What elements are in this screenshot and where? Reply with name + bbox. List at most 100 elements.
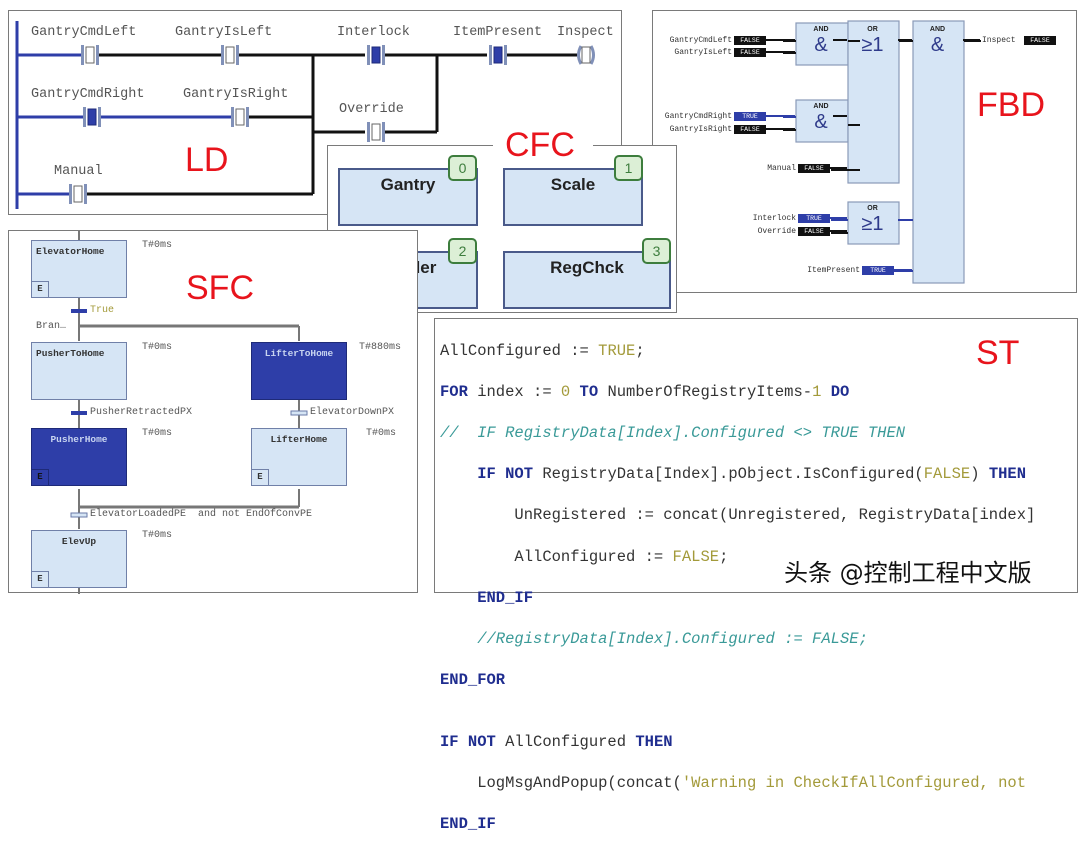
code-line: // IF RegistryData[Index].Configured <> …	[440, 423, 906, 442]
ld-label-override: Override	[339, 102, 404, 117]
code-line: END_IF	[440, 815, 496, 834]
contact-gantry-is-right	[231, 107, 249, 127]
sfc-title: SFC	[186, 269, 254, 307]
st-panel	[434, 318, 1078, 593]
sfc-step-time: T#0ms	[142, 240, 173, 251]
code-keyword: FOR	[440, 382, 468, 401]
sfc-step-elevator-home[interactable]: ElevatorHome E	[31, 240, 127, 298]
code-line: AllConfigured := FALSE;	[440, 547, 729, 566]
cfc-block-name: Scale	[550, 175, 596, 194]
cfc-order-badge: 0	[448, 155, 477, 181]
sfc-step-elev-up[interactable]: ElevUp E	[31, 530, 127, 588]
code-line: IF NOT AllConfigured THEN	[440, 732, 673, 751]
sfc-diagram	[70, 231, 308, 594]
ld-label-manual: Manual	[54, 164, 103, 179]
ld-label-item-present: ItemPresent	[453, 25, 543, 40]
code-keyword: THEN	[988, 465, 1027, 484]
sfc-step-time: T#0ms	[142, 342, 173, 353]
code-literal: FALSE	[672, 547, 720, 566]
code-keyword: DO	[830, 382, 850, 401]
sfc-transition-active	[71, 309, 87, 313]
sfc-entry-action: E	[252, 469, 269, 485]
code-line: FOR index := 0 TO NumberOfRegistryItems-…	[440, 382, 850, 401]
sfc-step-lifter-home[interactable]: LifterHome E	[251, 428, 347, 486]
contact-item-present	[489, 45, 507, 65]
ld-panel: GantryCmdLeft GantryIsLeft Interlock Ite…	[8, 10, 622, 215]
sfc-transition-label: PusherRetractedPX	[90, 407, 193, 418]
fbd-diagram	[783, 20, 981, 284]
sfc-step-name: ElevUp	[61, 536, 97, 547]
code-line: LogMsgAndPopup(concat('Warning in CheckI…	[440, 774, 1026, 793]
sfc-step-lifter-to-home[interactable]: LifterToHome	[251, 342, 347, 400]
ld-label-gantry-cmd-left: GantryCmdLeft	[31, 25, 137, 40]
sfc-step-time: T#0ms	[142, 428, 173, 439]
code-keyword: TO	[579, 382, 599, 401]
ld-label-interlock: Interlock	[337, 25, 410, 40]
code-line: UnRegistered := concat(Unregistered, Reg…	[440, 506, 1036, 525]
cfc-title: CFC	[505, 126, 575, 164]
ld-diagram	[15, 21, 595, 209]
fbd-and-block-3	[912, 20, 965, 284]
sfc-transition-active	[71, 411, 87, 415]
sfc-transition	[290, 410, 308, 416]
fbd-wires	[766, 39, 980, 271]
code-keyword: IF NOT	[477, 465, 534, 484]
sfc-transition-label: ElevatorDownPX	[310, 407, 395, 418]
sfc-entry-action: E	[32, 469, 49, 485]
sfc-step-pusher-home[interactable]: PusherHome E	[31, 428, 127, 486]
contact-gantry-cmd-right	[83, 107, 101, 127]
sfc-panel: ElevatorHome E T#0ms PusherToHome T#0ms …	[8, 230, 418, 594]
code-line: IF NOT RegistryData[Index].pObject.IsCon…	[477, 465, 1027, 484]
contact-gantry-is-left	[221, 45, 239, 65]
ld-label-inspect: Inspect	[557, 25, 614, 40]
code-literal: 0	[560, 382, 571, 401]
code-text: ;	[635, 341, 645, 360]
cfc-order-badge: 1	[614, 155, 643, 181]
sfc-step-time: T#0ms	[142, 530, 173, 541]
code-line: END_IF	[440, 588, 534, 607]
code-text: AllConfigured :=	[440, 341, 599, 360]
cfc-block-name: Gantry	[380, 175, 436, 194]
cfc-order-badge: 3	[642, 238, 671, 264]
fbd-or-block-2	[847, 201, 900, 245]
code-literal: TRUE	[598, 341, 636, 360]
fbd-and-block-2	[795, 99, 849, 143]
sfc-step-name: ElevatorHome	[36, 246, 105, 257]
code-string: 'Warning in CheckIfAllConfigured, not	[681, 774, 1026, 793]
sfc-step-name: LifterHome	[270, 434, 328, 445]
code-keyword: THEN	[635, 732, 673, 751]
code-line: END_FOR	[440, 671, 506, 690]
sfc-entry-action: E	[32, 571, 49, 587]
sfc-step-name: PusherToHome	[36, 348, 105, 359]
sfc-transition-label: ElevatorLoadedPE and not EndOfConvPE	[90, 509, 313, 520]
code-line: //RegistryData[Index].Configured := FALS…	[440, 629, 868, 648]
sfc-step-pusher-to-home[interactable]: PusherToHome	[31, 342, 127, 400]
contact-interlock	[367, 45, 385, 65]
contact-override	[367, 122, 385, 142]
sfc-step-time: T#0ms	[366, 428, 397, 439]
coil-inspect	[577, 45, 595, 65]
contact-gantry-cmd-left	[81, 45, 99, 65]
fbd-or-block-1	[847, 20, 900, 184]
sfc-entry-action: E	[32, 281, 49, 297]
watermark: 头条 @控制工程中文版	[782, 553, 1034, 588]
cfc-order-badge: 2	[448, 238, 477, 264]
sfc-branch-label: Bran…	[36, 321, 67, 332]
code-line: AllConfigured := TRUE;	[440, 341, 1035, 362]
sfc-transition-label: True	[90, 305, 115, 316]
cfc-block-name: RegChck	[550, 258, 624, 277]
sfc-step-name: LifterToHome	[264, 348, 334, 359]
ld-label-gantry-is-left: GantryIsLeft	[175, 25, 273, 40]
contact-manual	[69, 184, 87, 204]
ld-label-gantry-is-right: GantryIsRight	[183, 87, 289, 102]
fbd-and-block-1	[795, 22, 849, 66]
code-literal: 1	[812, 382, 822, 401]
fbd-blocks	[766, 39, 980, 271]
sfc-transition	[70, 512, 88, 518]
fbd-panel: .fb-type { position:absolute; font-famil…	[652, 10, 1077, 293]
sfc-step-name: PusherHome	[50, 434, 108, 445]
ld-label-gantry-cmd-right: GantryCmdRight	[31, 87, 145, 102]
sfc-step-time: T#880ms	[359, 342, 402, 353]
st-title: ST	[976, 334, 1020, 372]
ld-title: LD	[185, 141, 229, 179]
